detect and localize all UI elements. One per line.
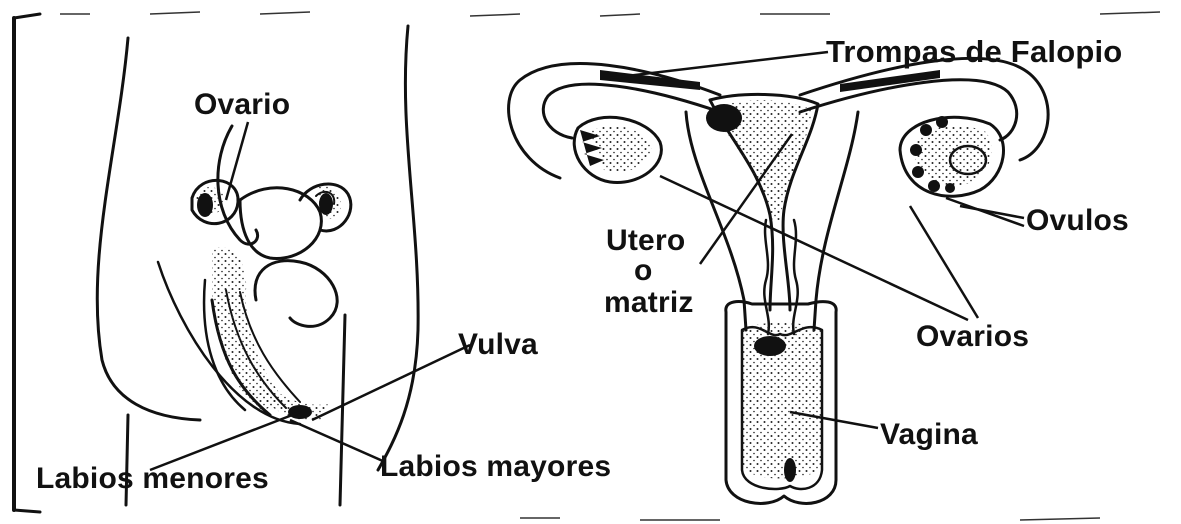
frame-top-edge xyxy=(14,14,40,18)
label-trompas: Trompas de Falopio xyxy=(826,36,1122,67)
leader-trompas xyxy=(610,52,828,78)
cervix-wavy-right xyxy=(793,220,798,334)
label-ovario: Ovario xyxy=(194,90,290,120)
uterus-top xyxy=(240,188,321,259)
label-ovarios: Ovarios xyxy=(916,322,1029,352)
leader-ovulos-2 xyxy=(946,198,1024,226)
bladder-shape xyxy=(255,261,337,327)
leader-vulva xyxy=(312,345,470,420)
side-view-shading xyxy=(196,185,341,420)
label-labios-mayores: Labios mayores xyxy=(380,452,611,482)
frame-bottom-edge xyxy=(14,510,40,512)
label-vulva: Vulva xyxy=(458,330,538,360)
cervix-wavy-left xyxy=(764,220,769,334)
label-utero-line3: matriz xyxy=(604,288,694,318)
label-utero-line2: o xyxy=(634,256,653,286)
ovary-loop xyxy=(218,126,258,244)
inner-thigh-right xyxy=(340,315,345,505)
label-utero-line1: Utero xyxy=(606,226,685,256)
leader-ovarios-2 xyxy=(910,206,978,318)
label-vagina: Vagina xyxy=(880,420,978,450)
label-labios-menores: Labios menores xyxy=(36,464,269,494)
back-contour xyxy=(97,38,200,420)
leader-ovarios-1 xyxy=(660,176,968,320)
leader-labios-mayores xyxy=(290,420,385,462)
leader-ovulos-1 xyxy=(960,206,1024,218)
front-contour xyxy=(378,26,418,470)
label-ovulos: Ovulos xyxy=(1026,206,1129,236)
